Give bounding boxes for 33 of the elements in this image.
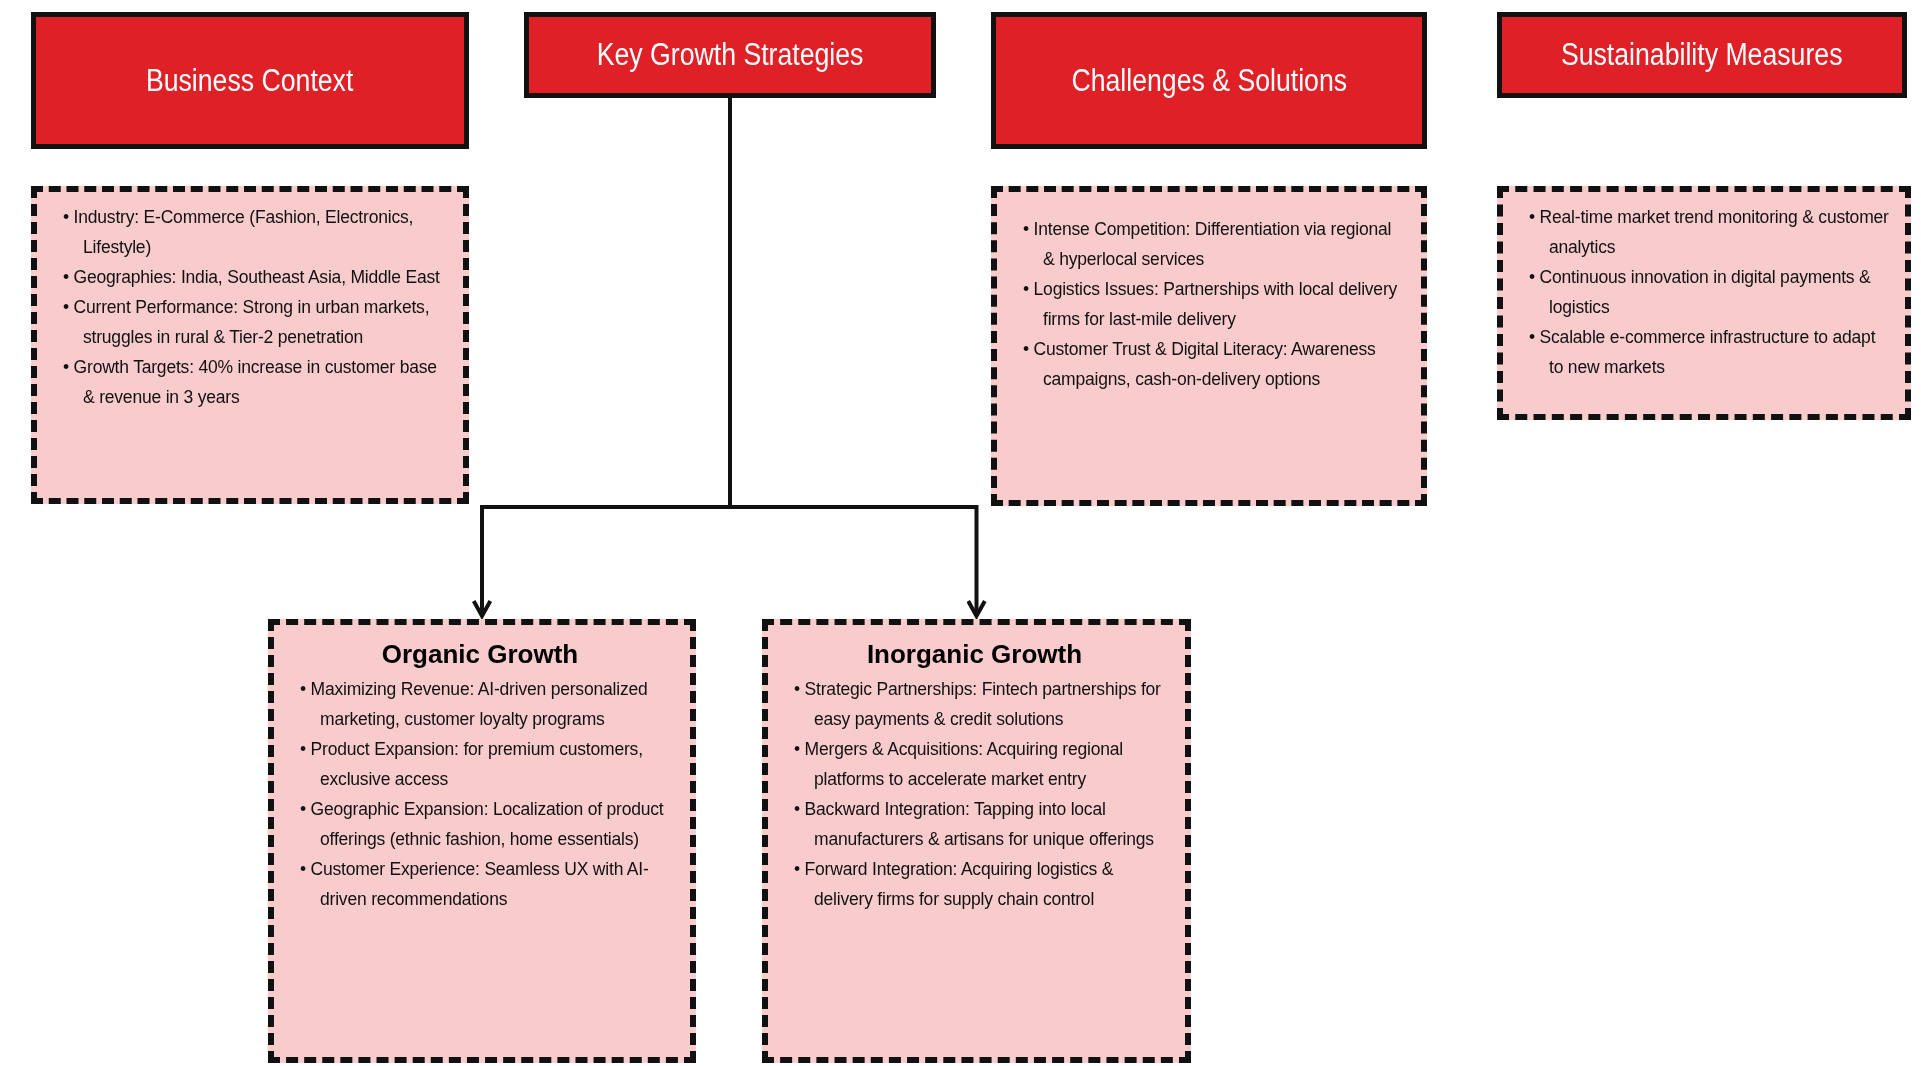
bullet-item: • Customer Experience: Seamless UX with AI-driven recommendations: [300, 858, 650, 911]
content-box: [268, 619, 696, 1063]
bullet-item: • Current Performance: Strong in urban markets, struggles in rural & Tier-2 penetration: [63, 296, 431, 349]
bullet-item: • Geographies: India, Southeast Asia, Middle East: [63, 266, 441, 289]
bullet-item: • Scalable e-commerce infrastructure to adapt to new markets: [1529, 326, 1877, 379]
card-heading: Inorganic Growth: [865, 639, 1084, 670]
header-box: [1497, 12, 1907, 98]
bullet-item: • Strategic Partnerships: Fintech partnerships for easy payments & credit solutions: [794, 678, 1162, 731]
card-heading: Organic Growth: [380, 639, 580, 670]
bullet-item: • Real-time market trend monitoring & customer analytics: [1529, 206, 1889, 259]
bullet-item: • Product Expansion: for premium customers, exclusive access: [300, 738, 644, 791]
content-box: [991, 186, 1427, 506]
bullet-item: • Logistics Issues: Partnerships with local delivery firms for last-mile delivery: [1023, 278, 1399, 331]
header-title: Business Context: [146, 62, 354, 99]
bullet-item: • Geographic Expansion: Localization of product offerings (ethnic fashion, home essentials): [300, 798, 665, 851]
bullet-item: • Customer Trust & Digital Literacy: Awareness campaigns, cash-on-delivery options: [1023, 338, 1377, 391]
bullet-item: • Industry: E-Commerce (Fashion, Electronics, Lifestyle): [63, 206, 415, 259]
bullet-item: • Mergers & Acquisitions: Acquiring regional platforms to accelerate market entry: [794, 738, 1125, 791]
content-box: [31, 186, 469, 504]
header-box: [524, 12, 936, 98]
bullet-item: • Growth Targets: 40% increase in customer base & revenue in 3 years: [63, 356, 438, 409]
bullet-item: • Intense Competition: Differentiation via regional & hyperlocal services: [1023, 218, 1393, 271]
header-title: Challenges & Solutions: [1071, 62, 1347, 99]
bullet-item: • Maximizing Revenue: AI-driven personalized marketing, customer loyalty programs: [300, 678, 649, 731]
bullet-item: • Continuous innovation in digital payments & logistics: [1529, 266, 1872, 319]
header-title: Sustainability Measures: [1561, 37, 1843, 73]
content-box: [1497, 186, 1911, 420]
header-box: [991, 12, 1427, 149]
bullet-item: • Forward Integration: Acquiring logistics & delivery firms for supply chain control: [794, 858, 1115, 911]
content-box: [762, 619, 1191, 1063]
header-title: Key Growth Strategies: [596, 37, 864, 73]
header-box: [31, 12, 469, 149]
bullet-item: • Backward Integration: Tapping into local manufacturers & artisans for unique offerings: [794, 798, 1155, 851]
